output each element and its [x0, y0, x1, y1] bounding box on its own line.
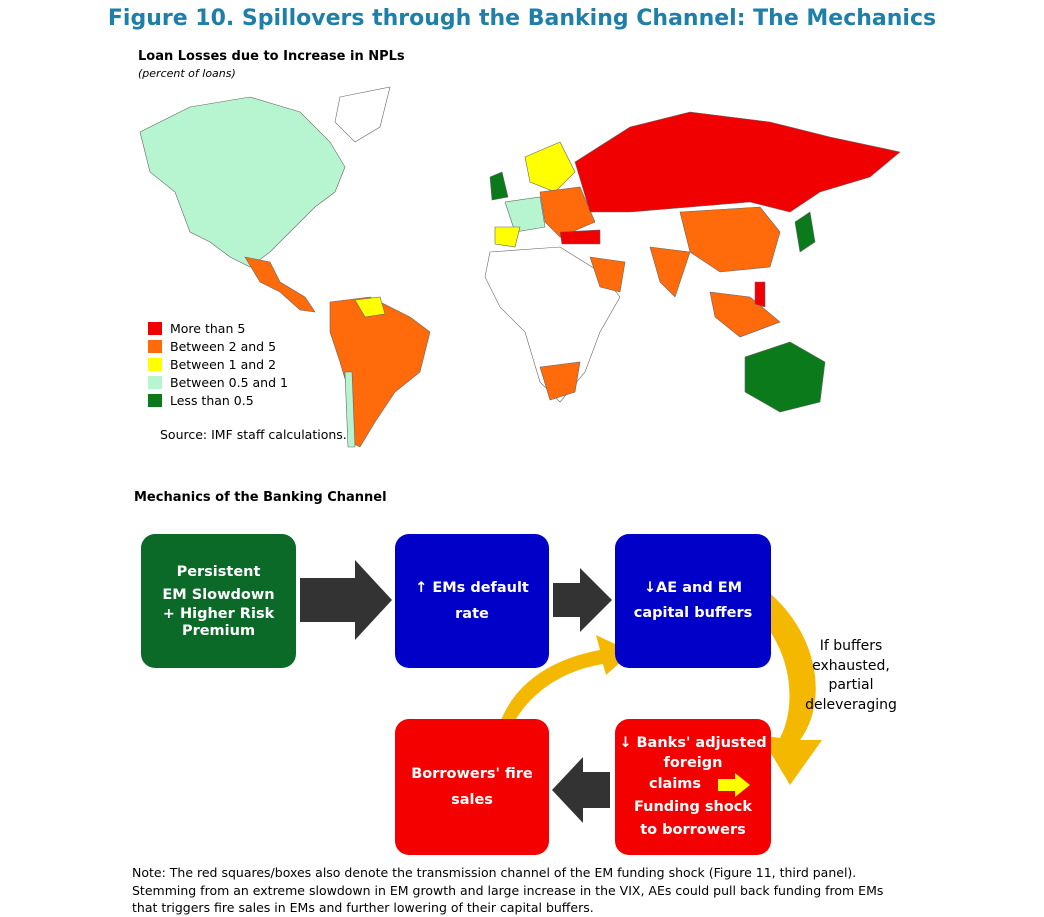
region-russia	[574, 111, 901, 213]
box-line: ↓ Banks' adjusted	[619, 734, 767, 751]
figure-title: Figure 10. Spillovers through the Bankin…	[107, 6, 937, 31]
box-line: sales	[451, 792, 493, 808]
region-japan	[794, 211, 816, 253]
box-line: ↑ EMs default	[415, 579, 529, 596]
box-fire-sales: Borrowers' fire sales	[395, 719, 549, 855]
arrow-right-icon	[300, 560, 392, 640]
legend-item: Between 2 and 5	[148, 339, 276, 354]
box-line: + Higher Risk	[162, 606, 275, 623]
region-west-europe	[504, 196, 546, 233]
arrow-left-icon	[552, 757, 610, 823]
legend-label: Between 2 and 5	[170, 339, 277, 354]
side-note-line: exhausted,	[812, 657, 890, 674]
region-greenland	[334, 86, 391, 143]
diagram-title: Mechanics of the Banking Channel	[134, 490, 387, 505]
box-line: foreign	[663, 755, 723, 772]
box-line: Funding shock	[633, 798, 753, 815]
side-note-line: partial	[828, 677, 874, 694]
legend-swatch	[148, 394, 162, 407]
region-uk	[489, 171, 509, 201]
legend-swatch	[148, 376, 162, 389]
region-south-africa	[539, 361, 581, 401]
box-line: capital buffers	[633, 605, 753, 621]
legend-item: Less than 0.5	[148, 393, 254, 408]
legend-label: Between 1 and 2	[170, 357, 277, 372]
side-note-line: deleveraging	[805, 696, 897, 713]
map-source: Source: IMF staff calculations.	[160, 427, 347, 442]
region-india	[649, 246, 691, 298]
box-line: Premium	[181, 623, 256, 640]
box-em-slowdown: Persistent EM Slowdown + Higher Risk Pre…	[141, 534, 296, 668]
side-note: If buffers exhausted, partial deleveragi…	[796, 637, 906, 715]
map-unit: (percent of loans)	[138, 67, 236, 80]
region-north-america	[139, 96, 346, 268]
world-map	[139, 86, 901, 448]
box-line: claims	[648, 775, 702, 792]
box-default-rate: ↑ EMs default rate	[395, 534, 549, 668]
side-note-line: If buffers	[819, 638, 883, 654]
region-south-america	[329, 296, 431, 448]
legend-item: Between 1 and 2	[148, 357, 276, 372]
box-line: Borrowers' fire	[411, 765, 533, 782]
legend-label: Between 0.5 and 1	[170, 375, 288, 390]
region-chile	[344, 371, 356, 448]
region-mexico	[244, 256, 316, 313]
box-line: Persistent	[176, 564, 261, 581]
map-title: Loan Losses due to Increase in NPLs	[138, 49, 405, 64]
legend-swatch	[148, 322, 162, 335]
box-capital-buffers: ↓AE and EM capital buffers	[615, 534, 771, 668]
box-line: ↓AE and EM	[643, 580, 743, 597]
legend-label: Less than 0.5	[170, 393, 254, 408]
box-line: rate	[455, 606, 489, 622]
arrow-right-icon	[553, 568, 612, 632]
box-funding-shock: ↓ Banks' adjusted foreign claims Funding…	[615, 719, 771, 855]
region-venezuela	[354, 296, 386, 318]
region-east-europe	[539, 186, 596, 238]
box-line: to borrowers	[640, 821, 746, 838]
region-iberia	[494, 226, 521, 248]
legend-swatch	[148, 340, 162, 353]
region-turkey	[559, 229, 601, 245]
legend-swatch	[148, 358, 162, 371]
box-line: EM Slowdown	[162, 586, 275, 603]
legend-item: Between 0.5 and 1	[148, 375, 288, 390]
region-saudi	[589, 256, 626, 293]
figure-note: Note: The red squares/boxes also denote …	[132, 865, 884, 915]
legend-label: More than 5	[170, 321, 246, 336]
region-se-asia	[709, 291, 781, 338]
region-scandinavia	[524, 141, 576, 193]
legend-item: More than 5	[148, 321, 245, 336]
region-philippines	[754, 281, 766, 308]
region-china	[679, 206, 781, 273]
region-australia	[744, 341, 826, 413]
